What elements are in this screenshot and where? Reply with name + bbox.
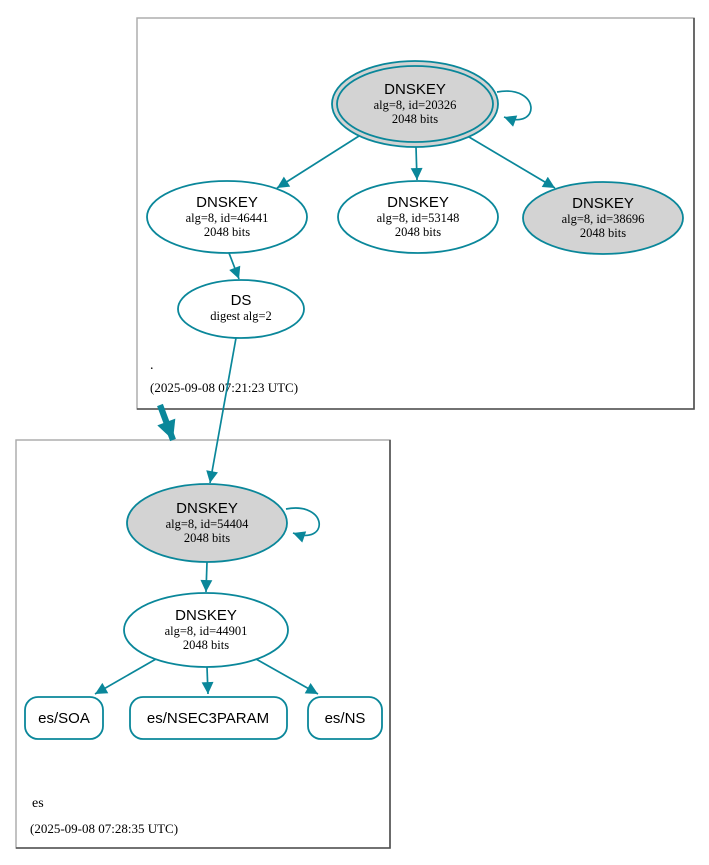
root-zone-border-shade (137, 18, 695, 410)
edge-delegation-root-to-es (157, 403, 176, 442)
rrset-es-soa-node[interactable]: es/SOA (24, 696, 104, 740)
dnskey-54404-title: DNSKEY (176, 500, 238, 517)
edge-20326-self-sign (496, 90, 532, 127)
dnskey-20326-detail1: alg=8, id=20326 (374, 98, 457, 112)
edge-20326-to-53148 (410, 146, 423, 181)
edge-ds-to-54404 (206, 337, 237, 484)
dnskey-38696-detail1: alg=8, id=38696 (562, 212, 645, 226)
dnskey-53148-detail2: 2048 bits (395, 225, 441, 239)
dnskey-46441-node[interactable]: DNSKEY alg=8, id=46441 2048 bits (146, 180, 308, 254)
dnskey-46441-detail1: alg=8, id=46441 (186, 211, 269, 225)
dnskey-44901-node[interactable]: DNSKEY alg=8, id=44901 2048 bits (123, 592, 289, 668)
dnskey-54404-ellipse[interactable] (126, 483, 288, 563)
ds-ellipse[interactable] (177, 279, 305, 339)
rrset-es-ns-label: es/NS (325, 710, 366, 727)
rrset-es-ns-node[interactable]: es/NS (307, 696, 383, 740)
es-zone-label: es (32, 796, 44, 811)
rrset-es-soa-box[interactable] (24, 696, 104, 740)
dnskey-20326-node[interactable]: DNSKEY alg=8, id=20326 2048 bits (331, 60, 499, 148)
edge-44901-to-nsec3param (201, 666, 214, 695)
dnskey-38696-detail2: 2048 bits (580, 226, 626, 240)
ds-detail1: digest alg=2 (210, 309, 272, 323)
dnskey-54404-detail1: alg=8, id=54404 (166, 517, 250, 531)
dnskey-53148-node[interactable]: DNSKEY alg=8, id=53148 2048 bits (337, 180, 499, 254)
rrset-es-ns-box[interactable] (307, 696, 383, 740)
edge-54404-to-44901 (200, 561, 213, 593)
dnskey-38696-ellipse[interactable] (522, 181, 684, 255)
rrset-es-nsec3param-box[interactable] (129, 696, 288, 740)
edge-54404-self-sign (285, 507, 320, 543)
ds-title: DS (231, 292, 252, 309)
dnskey-38696-title: DNSKEY (572, 195, 634, 212)
dnskey-20326-inner-ellipse (336, 65, 494, 143)
dnskey-38696-node[interactable]: DNSKEY alg=8, id=38696 2048 bits (522, 181, 684, 255)
root-zone-timestamp: (2025-09-08 07:21:23 UTC) (150, 380, 298, 395)
dnskey-20326-detail2: 2048 bits (392, 112, 438, 126)
dnskey-20326-title: DNSKEY (384, 81, 446, 98)
rrset-es-soa-label: es/SOA (38, 710, 90, 727)
edge-46441-to-ds (228, 252, 241, 280)
ds-node[interactable]: DS digest alg=2 (177, 279, 305, 339)
dnskey-44901-detail2: 2048 bits (183, 638, 229, 652)
dnskey-54404-detail2: 2048 bits (184, 531, 230, 545)
edge-44901-to-soa (94, 658, 157, 695)
dnskey-44901-title: DNSKEY (175, 607, 237, 624)
dnskey-46441-ellipse[interactable] (146, 180, 308, 254)
edge-44901-to-ns (255, 658, 319, 695)
es-zone-border-shade (16, 440, 391, 849)
dnskey-44901-ellipse[interactable] (123, 592, 289, 668)
rrset-es-nsec3param-node[interactable]: es/NSEC3PARAM (129, 696, 288, 740)
rrset-es-nsec3param-label: es/NSEC3PARAM (147, 710, 269, 727)
dnskey-54404-node[interactable]: DNSKEY alg=8, id=54404 2048 bits (126, 483, 288, 563)
root-zone-label: . (150, 358, 154, 373)
dnskey-46441-title: DNSKEY (196, 194, 258, 211)
dnskey-53148-ellipse[interactable] (337, 180, 499, 254)
dnskey-46441-detail2: 2048 bits (204, 225, 250, 239)
edge-20326-to-38696 (468, 136, 556, 189)
dnskey-44901-detail1: alg=8, id=44901 (165, 624, 248, 638)
dnskey-53148-title: DNSKEY (387, 194, 449, 211)
dnskey-53148-detail1: alg=8, id=53148 (377, 211, 460, 225)
edge-20326-to-46441 (276, 135, 360, 189)
es-zone-timestamp: (2025-09-08 07:28:35 UTC) (30, 821, 178, 836)
